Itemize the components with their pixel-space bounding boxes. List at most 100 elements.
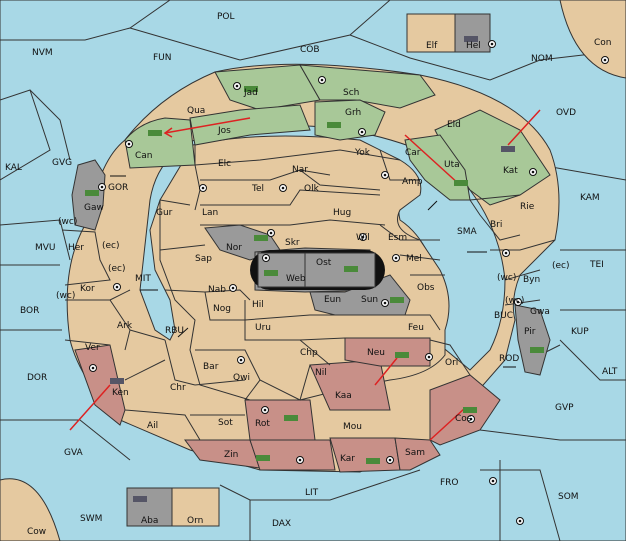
label-kat: Kat bbox=[503, 166, 518, 176]
label-ovd: OVD bbox=[556, 108, 576, 118]
unit-kar-icon bbox=[366, 458, 380, 464]
label-obs: Obs bbox=[417, 283, 435, 293]
label-gva: GVA bbox=[64, 448, 84, 458]
label-nvm: NVM bbox=[32, 48, 53, 58]
unit-hel-icon bbox=[464, 36, 478, 42]
label-jos: Jos bbox=[217, 126, 231, 136]
label-dax: DAX bbox=[272, 519, 291, 529]
label-fun: FUN bbox=[153, 53, 172, 63]
label-eun: Eun bbox=[324, 295, 341, 305]
unit-rot-icon bbox=[284, 415, 298, 421]
label-wil: Wil bbox=[356, 233, 370, 243]
label-ver: Ver bbox=[85, 343, 100, 353]
label-web: Web bbox=[286, 274, 306, 284]
label-coast-1: (wc) bbox=[58, 217, 77, 227]
unit-can-icon bbox=[148, 130, 162, 136]
label-neu: Neu bbox=[367, 348, 385, 358]
label-som: SOM bbox=[558, 492, 579, 502]
region-neu[interactable] bbox=[344, 337, 431, 367]
region-ken[interactable] bbox=[74, 344, 126, 426]
label-nom: NOM bbox=[531, 54, 553, 64]
label-qwi: Qwi bbox=[233, 373, 250, 383]
label-yok: Yok bbox=[354, 148, 371, 158]
label-olk: Olk bbox=[304, 184, 320, 194]
label-nar: Nar bbox=[292, 165, 308, 175]
label-sch: Sch bbox=[343, 88, 359, 98]
label-kam: KAM bbox=[580, 193, 600, 203]
units bbox=[85, 36, 544, 502]
label-orl: Orl bbox=[445, 358, 458, 368]
unit-pir-icon bbox=[530, 347, 544, 353]
region-sch[interactable] bbox=[299, 64, 436, 109]
unit-jad-icon bbox=[244, 86, 258, 92]
label-pir: Pir bbox=[524, 327, 536, 337]
label-skr: Skr bbox=[285, 238, 300, 248]
label-lan: Lan bbox=[202, 208, 218, 218]
unit-cos-icon bbox=[463, 407, 477, 413]
region-pir[interactable] bbox=[514, 304, 551, 376]
label-elc: Elc bbox=[218, 159, 231, 169]
region-orn[interactable] bbox=[171, 487, 220, 527]
order-arrows bbox=[69, 109, 541, 441]
region-hel[interactable] bbox=[454, 13, 491, 53]
label-sap: Sap bbox=[195, 254, 212, 264]
label-bar: Bar bbox=[203, 362, 219, 372]
label-swm: SWM bbox=[80, 514, 102, 524]
label-coast-3: (wc) bbox=[56, 291, 75, 301]
label-coast-7: (wc) bbox=[505, 296, 524, 306]
label-sun: Sun bbox=[361, 295, 378, 305]
label-mvu: MVU bbox=[35, 243, 56, 253]
region-borders bbox=[61, 145, 556, 441]
region-jad[interactable] bbox=[214, 64, 321, 111]
unit-web-icon bbox=[264, 270, 278, 276]
label-car: Car bbox=[405, 148, 421, 158]
label-sma: SMA bbox=[457, 227, 477, 237]
label-ail: Ail bbox=[147, 421, 158, 431]
label-uru: Uru bbox=[255, 323, 271, 333]
label-nab: Nab bbox=[208, 285, 226, 295]
label-cob: COB bbox=[300, 45, 320, 55]
label-nor: Nor bbox=[226, 243, 242, 253]
label-bri: Bri bbox=[490, 220, 502, 230]
region-elf[interactable] bbox=[406, 13, 456, 53]
region-uta[interactable] bbox=[404, 134, 471, 201]
label-mit: MIT bbox=[135, 274, 151, 284]
region-aba[interactable] bbox=[126, 487, 173, 527]
label-coast-2: (ec) bbox=[102, 241, 120, 251]
unit-ost-icon bbox=[344, 266, 358, 272]
label-kaa: Kaa bbox=[335, 391, 352, 401]
label-hel: Hel bbox=[466, 41, 481, 51]
label-eld: Eld bbox=[447, 120, 461, 130]
label-kor: Kor bbox=[80, 284, 95, 294]
unit-nor-icon bbox=[254, 235, 268, 241]
label-rot: Rot bbox=[255, 419, 270, 429]
label-cos: Cos bbox=[455, 414, 472, 424]
passage-arrows bbox=[110, 175, 516, 368]
label-coast-6: (ec) bbox=[552, 261, 570, 271]
label-sam: Sam bbox=[405, 448, 425, 458]
label-hug: Hug bbox=[333, 208, 351, 218]
label-nil: Nil bbox=[315, 368, 327, 378]
region-sam[interactable] bbox=[394, 437, 441, 471]
label-pol: POL bbox=[217, 12, 235, 22]
label-orn: Orn bbox=[187, 516, 203, 526]
label-cow: Cow bbox=[27, 527, 46, 537]
supply-centers bbox=[89, 40, 609, 525]
label-esm: Esm bbox=[388, 233, 407, 243]
label-gur: Gur bbox=[156, 208, 173, 218]
label-buc: BUC bbox=[494, 311, 513, 321]
label-ost: Ost bbox=[316, 258, 332, 268]
label-fro: FRO bbox=[440, 478, 459, 488]
label-gwa: Gwa bbox=[530, 307, 550, 317]
unit-uta-icon bbox=[454, 180, 468, 186]
unit-sun-icon bbox=[390, 297, 404, 303]
label-gor: GOR bbox=[108, 183, 128, 193]
label-qua: Qua bbox=[187, 106, 205, 116]
label-amp: Amp bbox=[402, 177, 423, 187]
label-coast-4: (ec) bbox=[108, 264, 126, 274]
label-chr: Chr bbox=[170, 383, 186, 393]
label-elf: Elf bbox=[426, 41, 438, 51]
region-grh[interactable] bbox=[314, 99, 386, 141]
